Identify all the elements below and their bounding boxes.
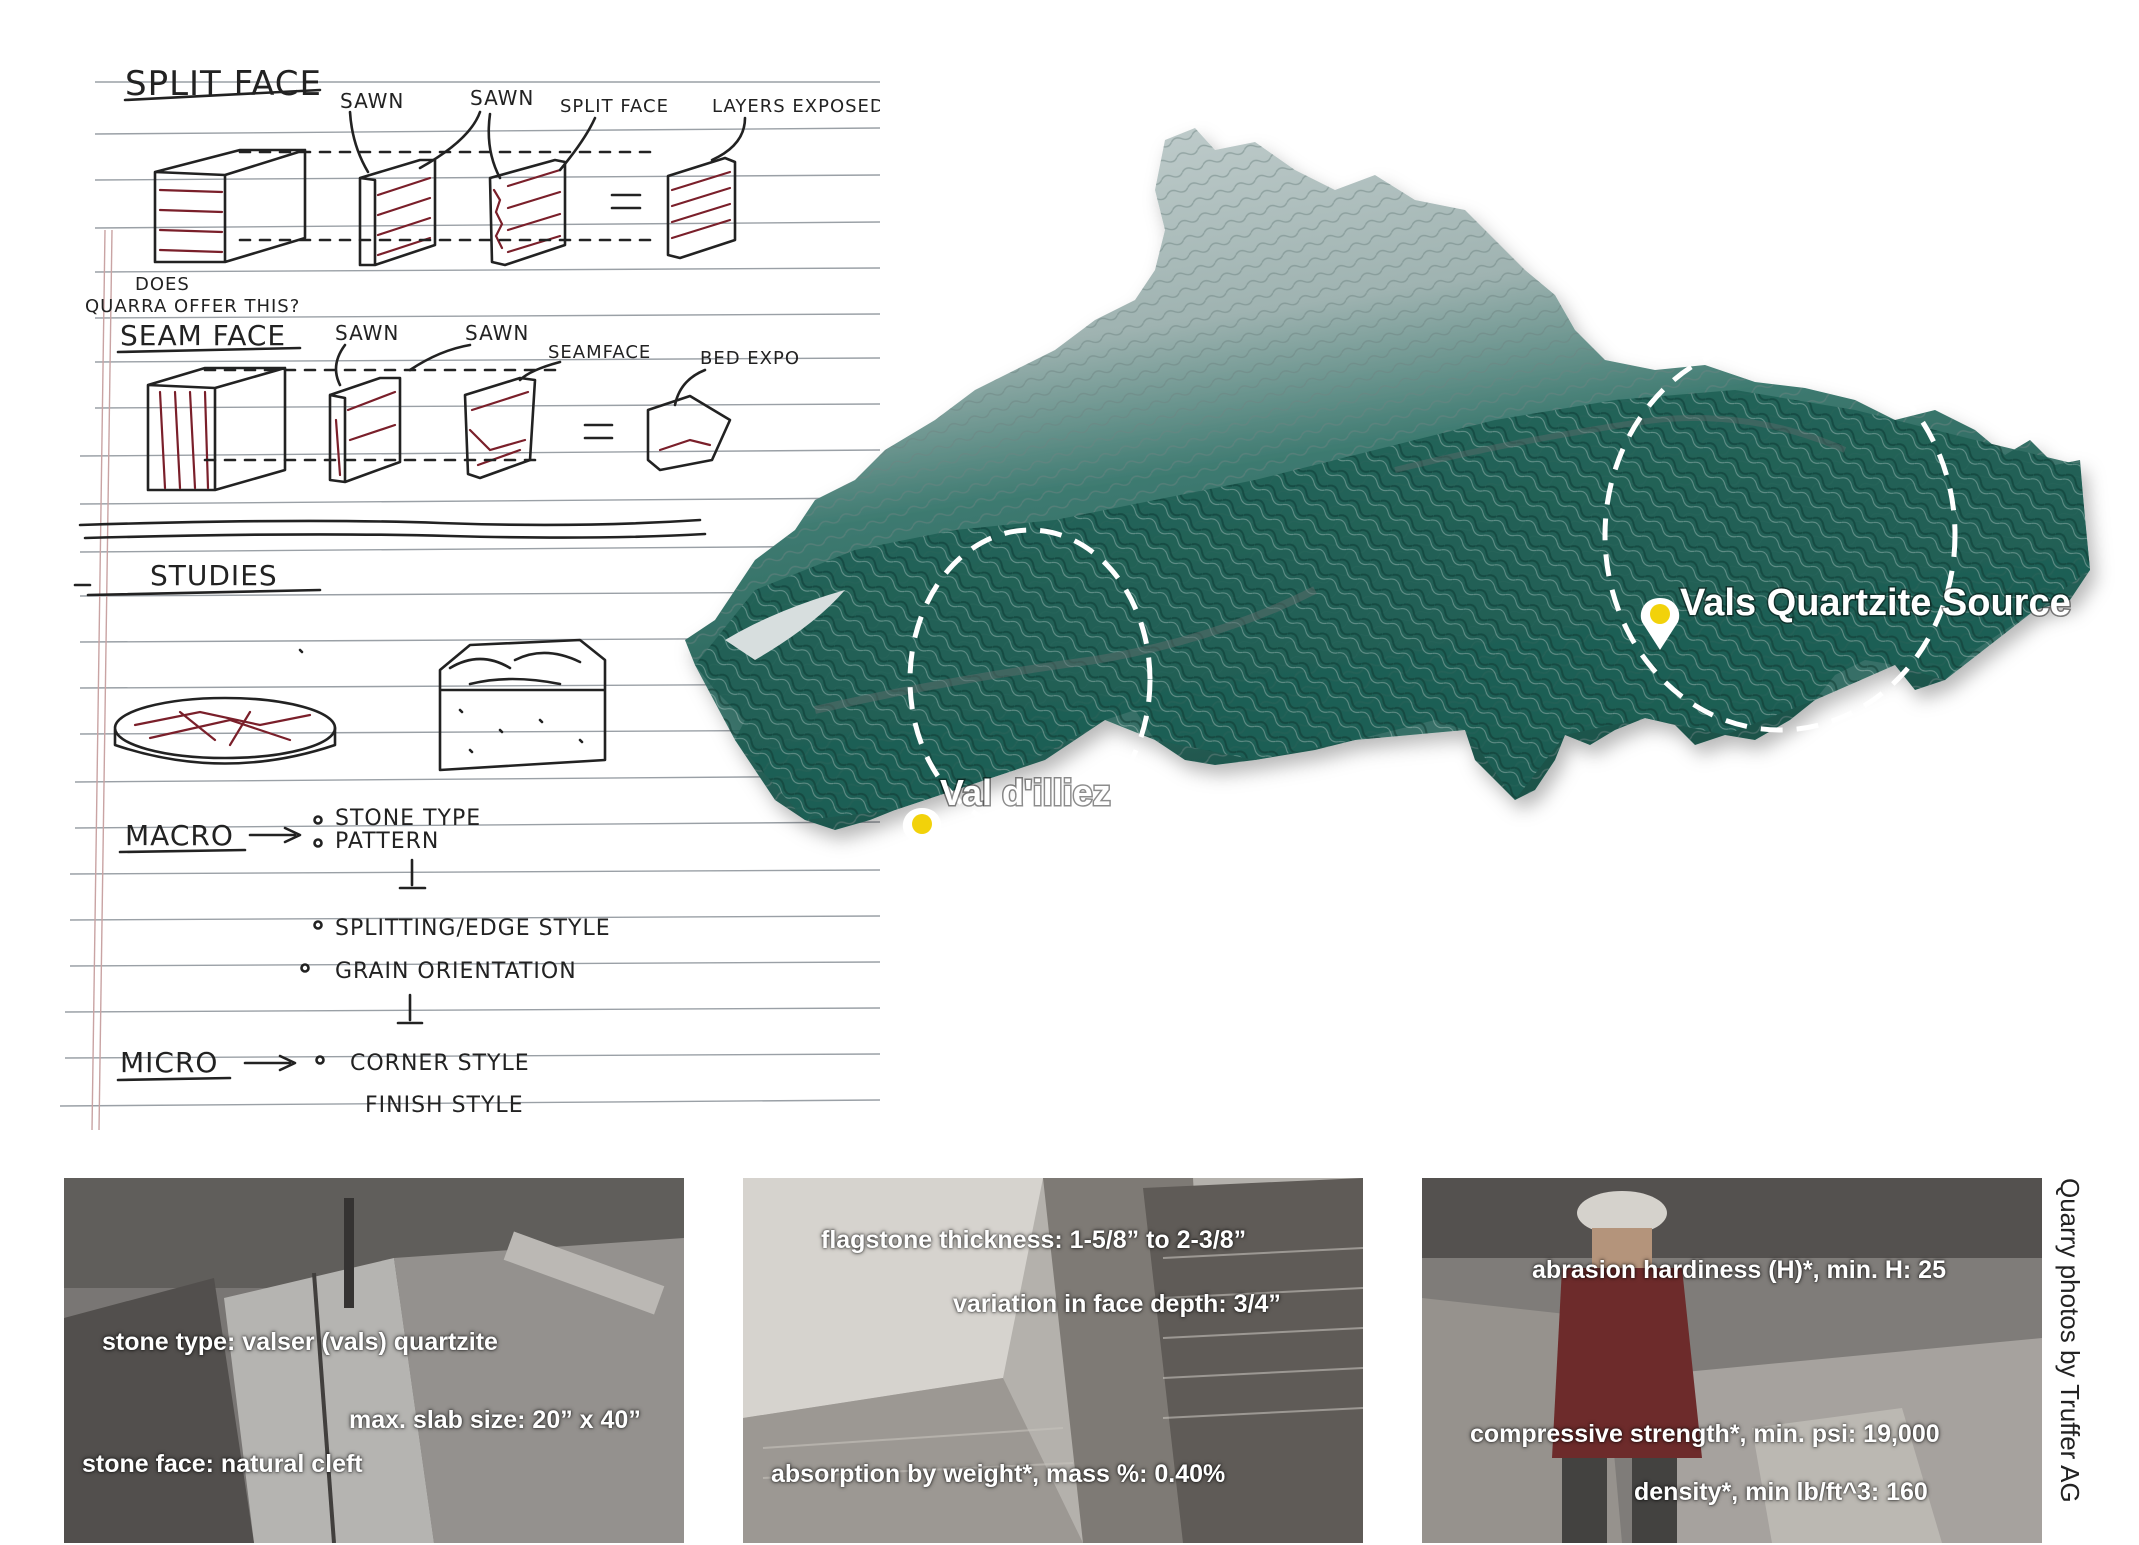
sketch-notes: SPLIT FACE SAWN SAWN SPLIT FACE LAYERS E… xyxy=(59,64,880,1131)
mid-item-grain: GRAIN ORIENTATION xyxy=(335,959,577,984)
heading-seam-face: SEAM FACE xyxy=(120,319,286,352)
vals-source-area xyxy=(1602,337,1958,733)
label-sawn: SAWN xyxy=(335,321,399,345)
macro-item-stone-type: STONE TYPE xyxy=(335,806,481,831)
macro-item-pattern: PATTERN xyxy=(335,829,439,854)
question-line-2: QUARRA OFFER THIS? xyxy=(85,296,300,317)
micro-label: MICRO xyxy=(120,1046,218,1079)
caption-density: density*, min lb/ft^3: 160 xyxy=(1634,1478,1928,1506)
switzerland-relief-map: Vals Quartzite Source Val d'illiez xyxy=(685,128,2090,860)
caption-stone-face: stone face: natural cleft xyxy=(82,1450,363,1478)
caption-flagstone-thickness: flagstone thickness: 1-5/8” to 2-3/8” xyxy=(821,1226,1247,1254)
caption-absorption: absorption by weight*, mass %: 0.40% xyxy=(771,1460,1226,1488)
label-bed-expo: BED EXPO xyxy=(700,348,800,369)
label-sawn: SAWN xyxy=(470,86,534,110)
label-layers-exposed: LAYERS EXPOSED xyxy=(712,96,880,117)
caption-stone-type: stone type: valser (vals) quartzite xyxy=(102,1328,498,1356)
split-face-diagram xyxy=(153,110,747,267)
illiez-pin-icon xyxy=(902,808,942,860)
heading-studies: STUDIES xyxy=(150,559,278,592)
caption-face-depth-variation: variation in face depth: 3/4” xyxy=(953,1290,1281,1318)
label-split-face: SPLIT FACE xyxy=(560,96,669,117)
country-relief xyxy=(685,128,2090,830)
label-seam-face: SEAMFACE xyxy=(548,342,651,363)
quarry-photo-image xyxy=(1422,1178,2042,1543)
label-sawn: SAWN xyxy=(465,321,529,345)
micro-item-corner: CORNER STYLE xyxy=(350,1051,530,1076)
label-vals-quartzite-source: Vals Quartzite Source xyxy=(1680,582,2071,624)
studies-diagram xyxy=(113,638,607,772)
mid-item-splitting: SPLITTING/EDGE STYLE xyxy=(335,916,611,941)
illiez-source-area xyxy=(907,527,1153,833)
label-val-d-illiez: Val d'illiez xyxy=(940,772,1111,813)
caption-abrasion-hardiness: abrasion hardiness (H)*, min. H: 25 xyxy=(1532,1256,1946,1284)
seam-face-diagram xyxy=(146,343,732,492)
quarry-photo-image xyxy=(743,1178,1363,1543)
vals-pin-icon xyxy=(1640,598,1680,650)
micro-item-finish: FINISH STYLE xyxy=(365,1093,524,1118)
quarry-photo-3: abrasion hardiness (H)*, min. H: 25 comp… xyxy=(1422,1178,2042,1543)
question-line-1: DOES xyxy=(135,274,190,295)
quarry-photo-image xyxy=(64,1178,684,1543)
quarry-photo-1: stone type: valser (vals) quartzite max.… xyxy=(64,1178,684,1543)
label-sawn: SAWN xyxy=(340,89,404,113)
quarry-photo-2: flagstone thickness: 1-5/8” to 2-3/8” va… xyxy=(743,1178,1363,1543)
caption-compressive-strength: compressive strength*, min. psi: 19,000 xyxy=(1470,1420,1940,1448)
macro-label: MACRO xyxy=(125,819,234,852)
photo-credit: Quarry photos by Truffer AG xyxy=(2055,1178,2085,1503)
caption-max-slab-size: max. slab size: 20” x 40” xyxy=(349,1406,641,1434)
